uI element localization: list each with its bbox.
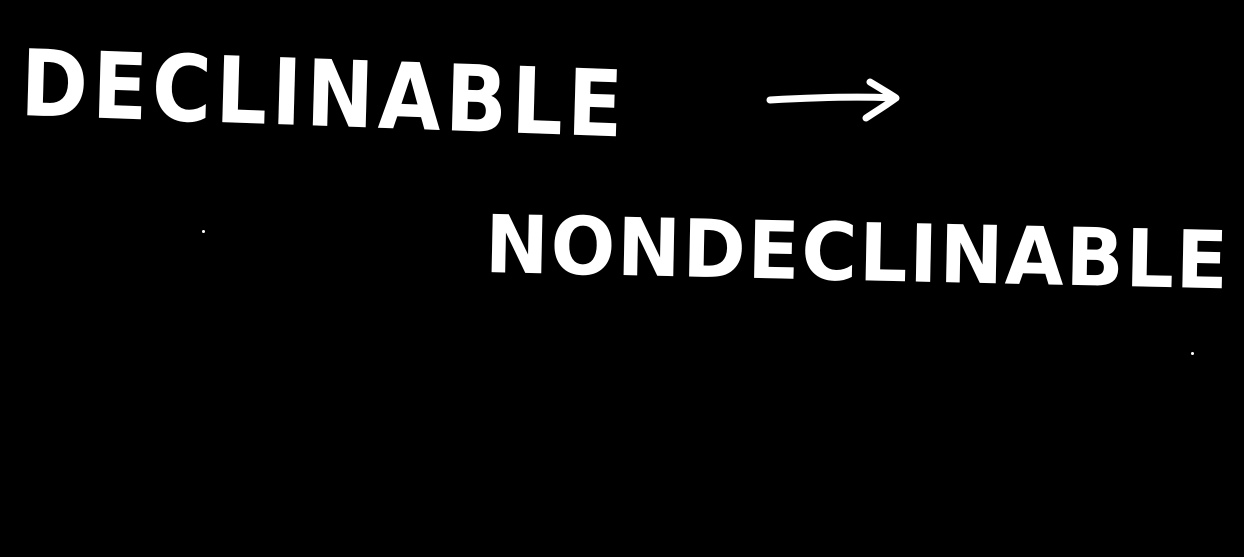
right-arrow-icon bbox=[766, 78, 900, 122]
ink-speck bbox=[1191, 352, 1194, 355]
handwritten-word-nondeclinable: NONDECLINABLE bbox=[484, 198, 1231, 308]
handwritten-word-declinable: DECLINABLE bbox=[19, 30, 629, 159]
ink-speck bbox=[202, 230, 205, 233]
